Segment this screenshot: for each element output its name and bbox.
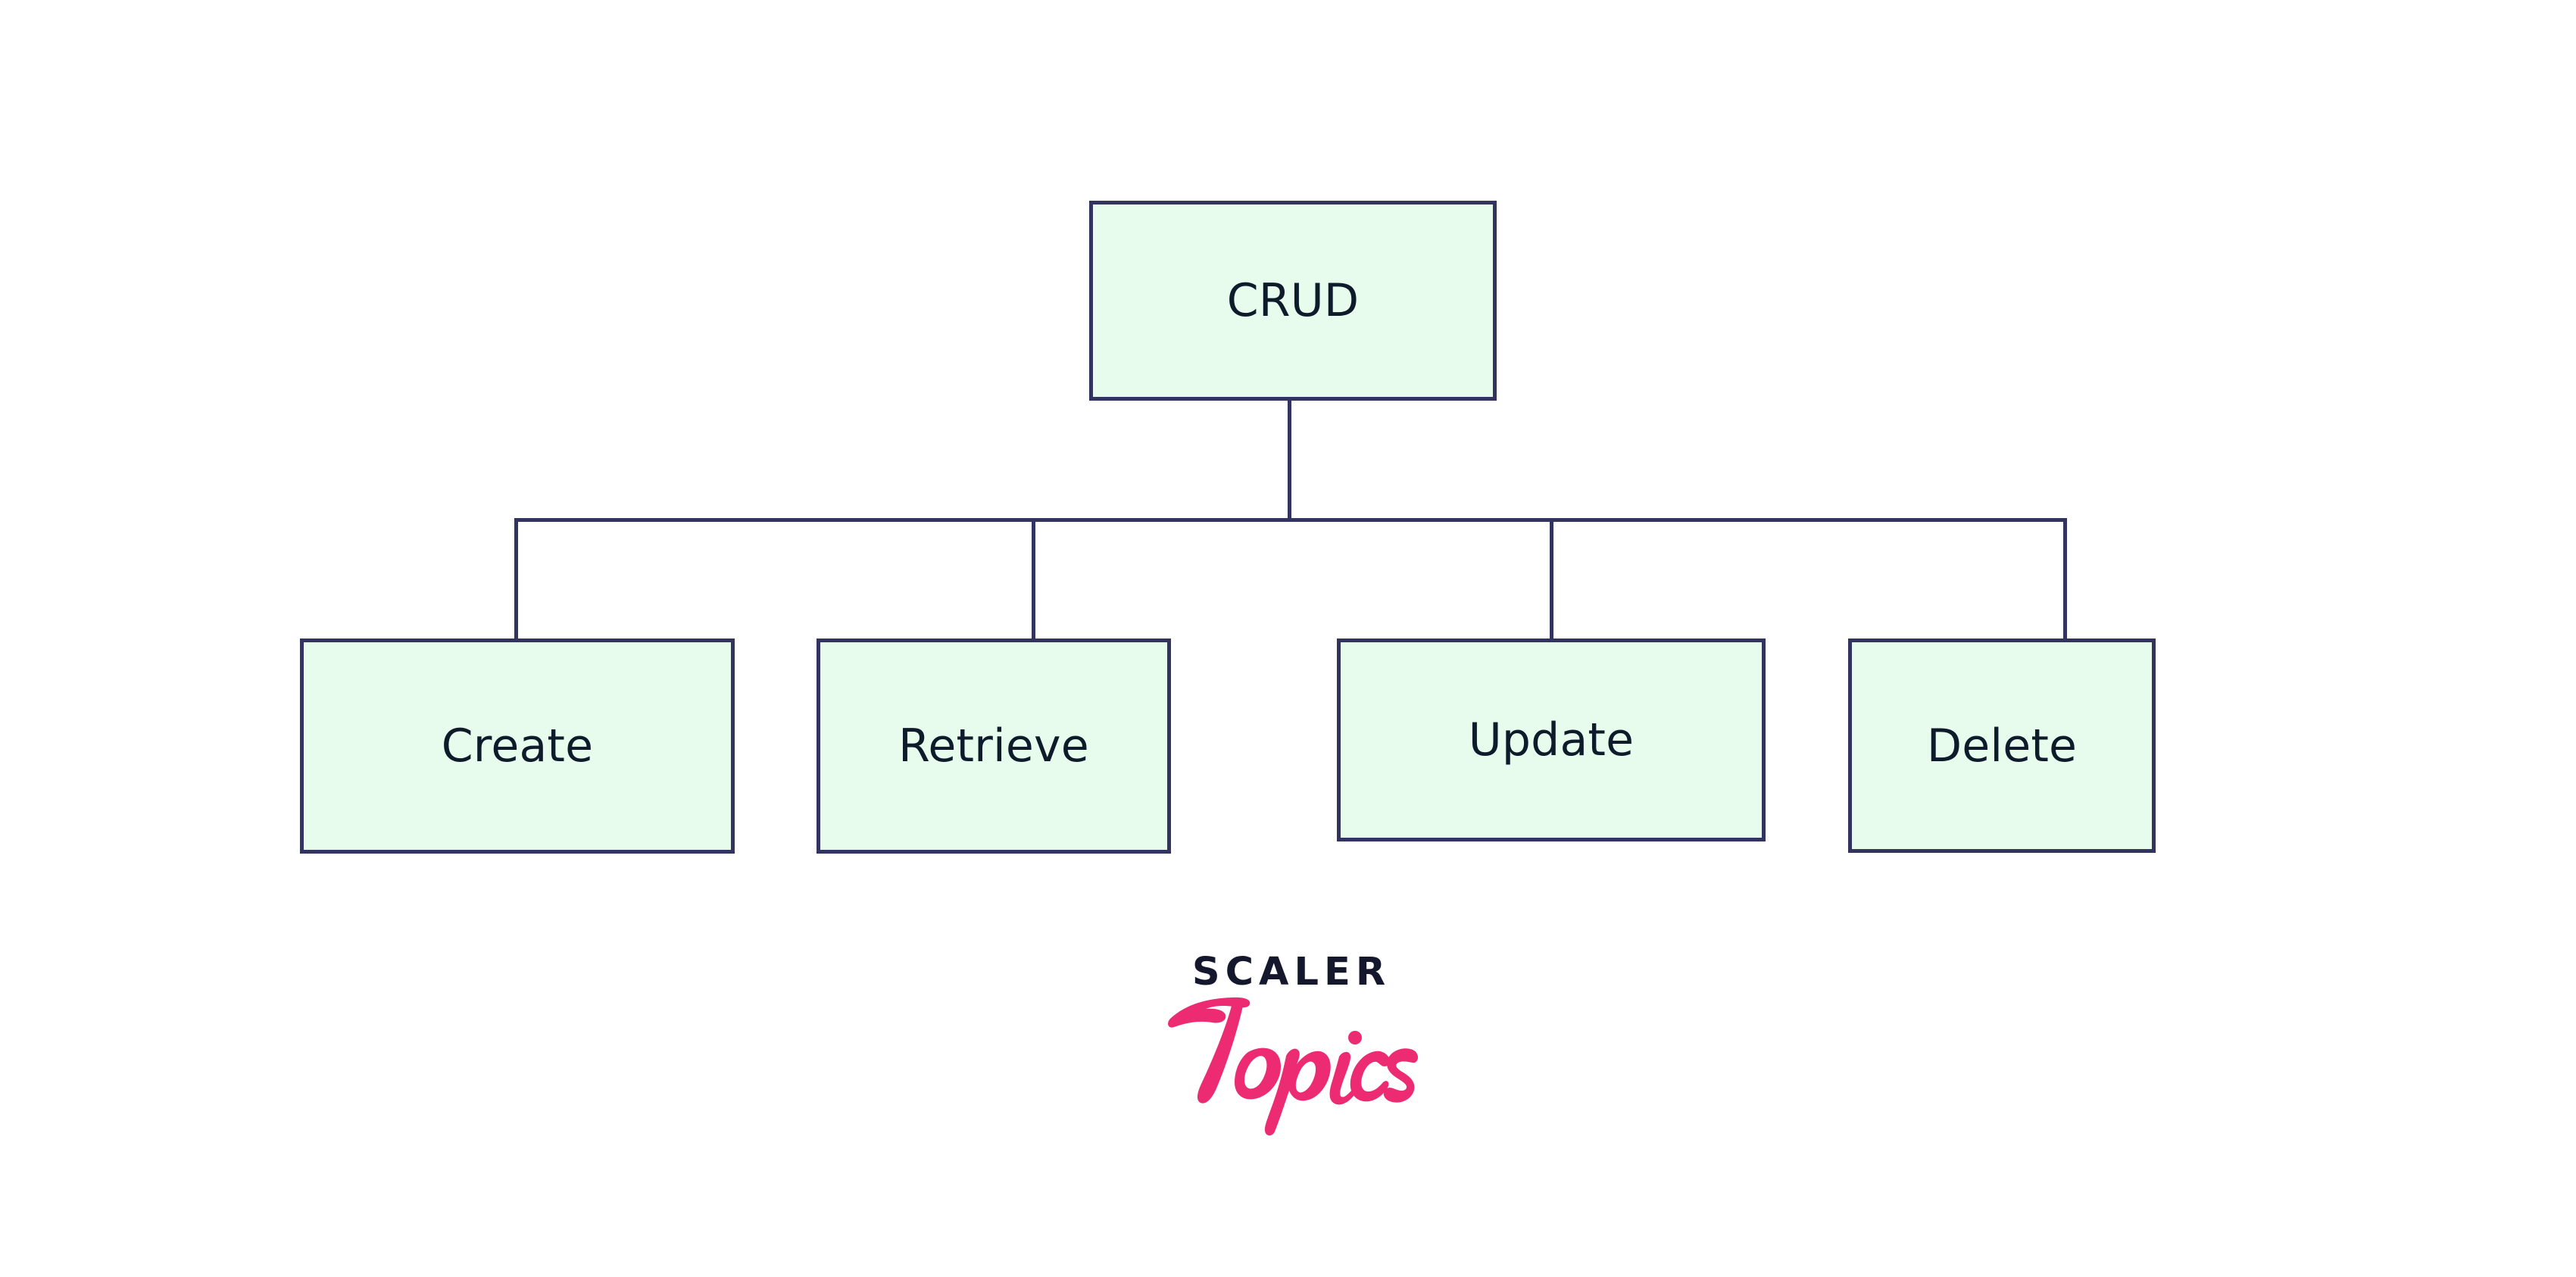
node-retrieve: Retrieve — [817, 638, 1171, 854]
connector-crud-stem — [1288, 401, 1291, 520]
connector-to-update — [1550, 518, 1553, 640]
node-crud-label: CRUD — [1226, 274, 1360, 327]
node-retrieve-label: Retrieve — [898, 720, 1089, 773]
connector-horizontal-bus — [514, 518, 2067, 522]
connector-to-retrieve — [1032, 518, 1035, 640]
node-delete-label: Delete — [1926, 719, 2078, 773]
node-crud: CRUD — [1089, 201, 1497, 401]
node-delete: Delete — [1848, 638, 2156, 853]
node-update: Update — [1337, 638, 1766, 841]
connector-to-delete — [2063, 518, 2067, 640]
scaler-topics-logo: SCALER — [1166, 950, 1419, 1150]
logo-product-script — [1166, 983, 1419, 1136]
logo-brand-text: SCALER — [1191, 950, 1391, 994]
node-update-label: Update — [1468, 713, 1635, 767]
node-create-label: Create — [441, 720, 594, 773]
connector-to-create — [514, 518, 518, 640]
node-create: Create — [300, 638, 735, 854]
